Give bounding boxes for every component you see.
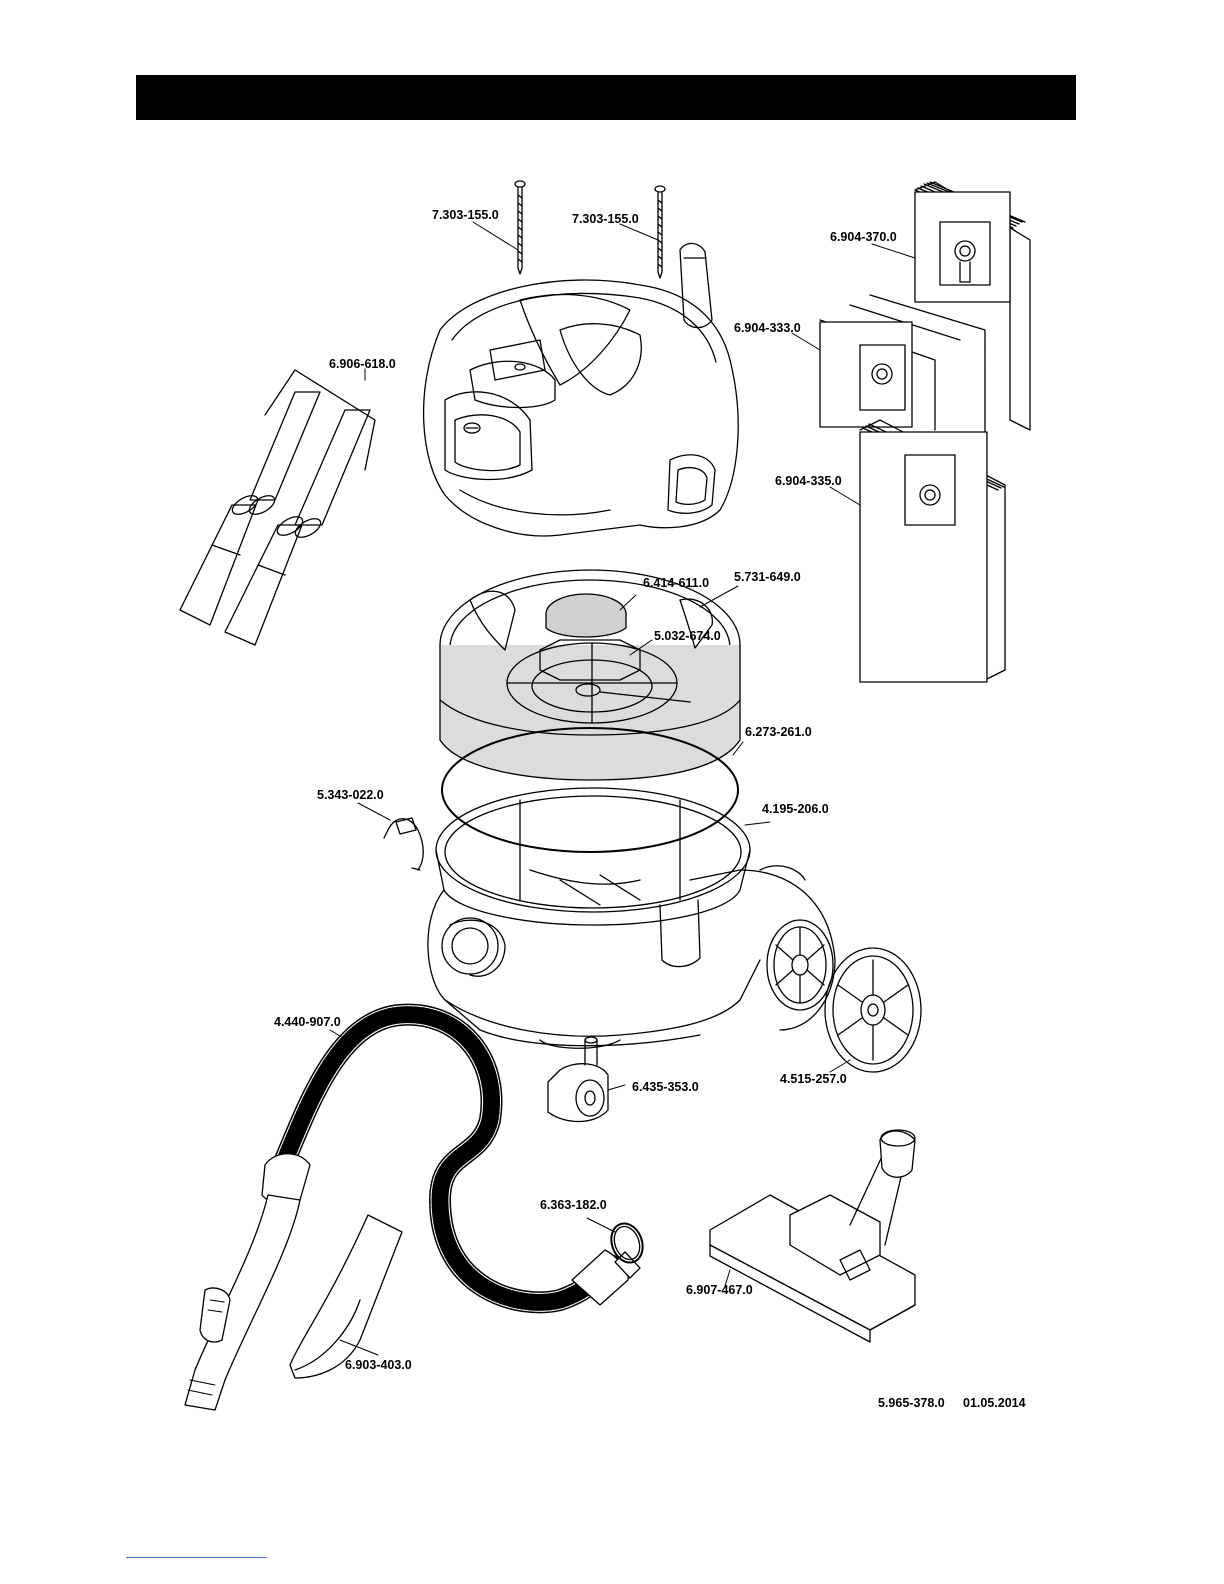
part-label-floor-nozzle: 6.907-467.0: [686, 1283, 753, 1297]
part-label-screw-left: 7.303-155.0: [432, 208, 499, 222]
part-label-filter-holder: 5.032-674.0: [654, 629, 721, 643]
part-label-hose: 4.440-907.0: [274, 1015, 341, 1029]
part-label-bag-front: 6.904-335.0: [775, 474, 842, 488]
part-label-crevice-nozzle: 6.903-403.0: [345, 1358, 412, 1372]
part-label-wheel: 4.515-257.0: [780, 1072, 847, 1086]
hose-drawing: [185, 1015, 640, 1410]
part-label-screw-right: 7.303-155.0: [572, 212, 639, 226]
tube-set-drawing: [180, 370, 375, 645]
part-label-castor: 6.435-353.0: [632, 1080, 699, 1094]
floor-nozzle-drawing: [710, 1130, 915, 1342]
motor-head-drawing: [424, 243, 739, 536]
part-label-bag-back: 6.904-370.0: [830, 230, 897, 244]
filter-basket-drawing: [440, 570, 740, 780]
clip-drawing: [384, 818, 423, 870]
tank-drawing: [428, 788, 835, 1048]
screw-right-drawing: [655, 186, 665, 278]
bag-back-drawing: [915, 182, 1030, 430]
wheel-drawing: [825, 948, 921, 1072]
document-date: 01.05.2014: [963, 1396, 1026, 1410]
part-label-filter-disc: 6.414-611.0: [643, 576, 709, 590]
footnote-rule: [126, 1557, 267, 1558]
part-label-gasket-ring: 6.273-261.0: [745, 725, 812, 739]
document-number: 5.965-378.0: [878, 1396, 945, 1410]
part-label-clip: 5.343-022.0: [317, 788, 384, 802]
part-label-filter-basket: 5.731-649.0: [734, 570, 801, 584]
castor-drawing: [548, 1037, 608, 1122]
bag-front-drawing: [860, 420, 1005, 682]
part-label-bag-middle: 6.904-333.0: [734, 321, 801, 335]
part-label-tube-set: 6.906-618.0: [329, 357, 396, 371]
crevice-nozzle-drawing: [290, 1215, 402, 1378]
part-label-tank: 4.195-206.0: [762, 802, 829, 816]
screw-left-drawing: [515, 181, 525, 274]
part-label-o-ring: 6.363-182.0: [540, 1198, 607, 1212]
